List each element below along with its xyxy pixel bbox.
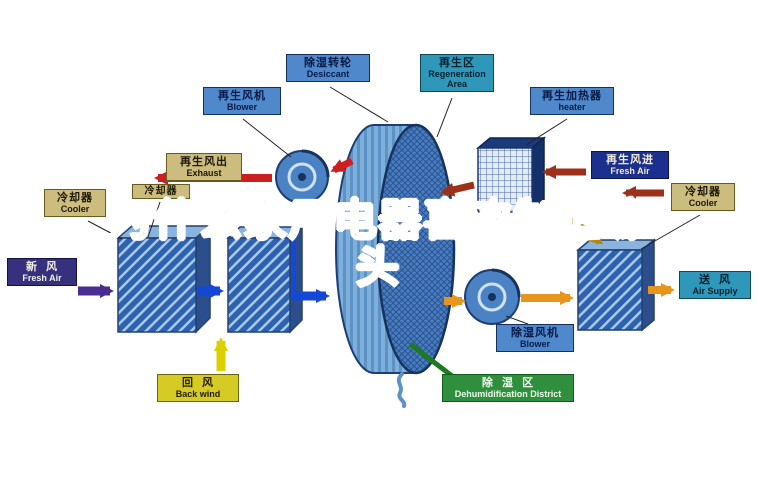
back-wind-label-en: Back wind xyxy=(175,389,221,400)
fresh-air-left-label: 新 风 Fresh Air xyxy=(7,258,77,287)
back-wind-label-zh: 回 风 xyxy=(181,377,215,389)
air-supply-label-zh: 送 风 xyxy=(698,274,732,286)
blower-top-label: 再生风机 Blower xyxy=(203,87,281,116)
back-wind-label: 回 风 Back wind xyxy=(157,374,239,403)
desiccant-label-zh: 除湿转轮 xyxy=(304,57,352,69)
label-pointer-lines xyxy=(87,86,701,325)
heater-label: 再生加热器 heater xyxy=(530,87,614,116)
regeneration-area-label: 再生区 Regeneration Area xyxy=(420,54,494,93)
heater-box xyxy=(475,136,547,214)
regeneration-fan xyxy=(275,149,330,204)
blower-bottom-label: 除湿风机 Blower xyxy=(496,324,574,353)
dehumidification-district-label: 除 湿 区 Dehumidification District xyxy=(442,374,574,403)
cooler-left-label-en: Cooler xyxy=(60,204,90,215)
air-supply-label-en: Air Supply xyxy=(692,286,738,297)
cooler-right-label-zh: 冷却器 xyxy=(685,186,721,198)
dehumidification-fan xyxy=(464,268,521,325)
blower-bottom-label-en: Blower xyxy=(519,339,550,350)
exhaust-label: 再生风出 Exhaust xyxy=(166,153,242,182)
regeneration-area-label-zh: 再生区 xyxy=(439,57,475,69)
fresh-air-left-label-zh: 新 风 xyxy=(25,261,59,273)
heater-to-wheel-arrow xyxy=(440,181,475,197)
exhaust-label-en: Exhaust xyxy=(186,168,222,179)
blower-top-label-zh: 再生风机 xyxy=(218,90,266,102)
cooler-right-label-en: Cooler xyxy=(688,198,718,209)
desiccant-label: 除湿转轮 Desiccant xyxy=(286,54,370,83)
blower-top-label-en: Blower xyxy=(226,102,257,113)
cooling-coil-left xyxy=(115,224,213,334)
fresh-air-right-label-en: Fresh Air xyxy=(610,166,650,177)
desiccant-label-en: Desiccant xyxy=(306,69,350,80)
cooler-left-label-zh: 冷却器 xyxy=(57,192,93,204)
heater-label-zh: 再生加热器 xyxy=(542,90,602,102)
cooling-coil-mid xyxy=(226,225,304,334)
dehumidification-district-label-en: Dehumidification District xyxy=(454,389,562,400)
cooling-coil-right xyxy=(575,238,657,332)
exhaust-label-zh: 再生风出 xyxy=(180,156,228,168)
desiccant-wheel xyxy=(335,123,456,408)
heater-label-en: heater xyxy=(558,102,586,113)
cooler-mid-label-zh: 冷却器 xyxy=(144,186,178,197)
fresh-air-left-label-en: Fresh Air xyxy=(22,273,62,284)
heater-to-cooler-arrow xyxy=(563,212,604,245)
air-supply-label: 送 风 Air Supply xyxy=(679,271,751,300)
cooler-left-label: 冷却器 Cooler xyxy=(44,189,106,218)
cooler-mid-label: 冷却器 xyxy=(132,184,190,200)
fresh-air-right-label-zh: 再生风进 xyxy=(606,154,654,166)
cooler-right-label: 冷却器 Cooler xyxy=(671,183,735,212)
fresh-air-right-label: 再生风进 Fresh Air xyxy=(591,151,669,180)
wheel-to-fan-arrow xyxy=(330,157,354,174)
wheel-ribbon xyxy=(396,372,407,408)
blower-bottom-label-zh: 除湿风机 xyxy=(511,327,559,339)
dehumidification-district-label-zh: 除 湿 区 xyxy=(481,377,535,389)
regeneration-area-label-en: Regeneration Area xyxy=(428,69,486,90)
